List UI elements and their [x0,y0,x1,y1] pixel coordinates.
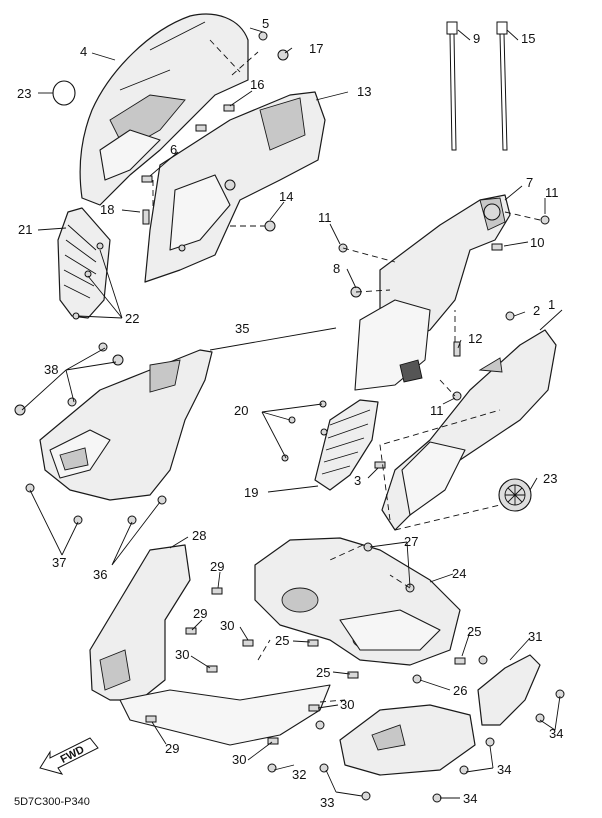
callout-15: 15 [521,31,536,46]
callout-25-a: 25 [275,633,290,648]
callout-29-c: 29 [165,741,180,756]
callout-34-a: 34 [549,726,564,741]
callout-9: 9 [473,31,481,46]
callout-14: 14 [279,189,294,204]
callout-26: 26 [453,683,468,698]
callout-25-b: 25 [467,624,482,639]
callout-28: 28 [192,528,207,543]
callout-13: 13 [357,84,372,99]
fwd-label: FWD [59,744,87,766]
callout-23-a: 23 [17,86,32,101]
callout-23-b: 23 [543,471,558,486]
callout-12: 12 [468,331,483,346]
part-31-side-piece [477,654,541,726]
part-21-left-grille [57,207,111,320]
callout-30-b: 30 [175,647,190,662]
callout-7: 7 [526,175,534,190]
callout-33: 33 [320,795,335,810]
callout-29-b: 29 [193,606,208,621]
callout-30-a: 30 [220,618,235,633]
callout-36: 36 [93,567,108,582]
part-26-lower-bracket [339,704,476,776]
part-23-emblem-right [498,478,532,512]
callout-25-c: 25 [316,665,331,680]
part-28-under-cover-left [89,544,331,746]
callout-6: 6 [170,142,178,157]
callout-2: 2 [533,303,541,318]
callout-11-a: 11 [545,185,559,200]
callout-10: 10 [530,235,545,250]
part-13-inner-panel [144,91,326,283]
diagram-code: 5D7C300-P340 [14,796,90,808]
callout-32: 32 [292,767,307,782]
fwd-arrow-icon: FWD [39,737,99,775]
callout-4: 4 [80,44,88,59]
part-7-right-cover-upper [354,194,511,391]
callout-30-d: 30 [232,752,247,767]
part-35-lower-cowl [39,349,213,501]
callout-34-b: 34 [497,762,512,777]
callout-38: 38 [44,362,59,377]
part-23-emblem-left [52,80,76,106]
callout-18: 18 [100,202,115,217]
callout-27: 27 [404,534,419,549]
callout-31: 31 [528,629,543,644]
callout-29-a: 29 [210,559,225,574]
callout-30-c: 30 [340,697,355,712]
callout-20: 20 [234,403,249,418]
callout-5: 5 [262,16,270,31]
callout-22: 22 [125,311,140,326]
part-1-side-cover [381,329,557,531]
callout-17: 17 [309,41,324,56]
part-9-cable-tie [446,21,458,151]
callout-1: 1 [548,297,556,312]
callout-21: 21 [18,222,33,237]
leader-lines [21,27,563,799]
callout-34-c: 34 [463,791,478,806]
callout-11-c: 11 [430,403,444,418]
callout-11-b: 11 [318,210,332,225]
callout-3: 3 [354,473,362,488]
assembly-lines [152,39,541,703]
callout-16: 16 [250,77,265,92]
callout-19: 19 [244,485,259,500]
callout-8: 8 [333,261,341,276]
callout-24: 24 [452,566,467,581]
callout-35: 35 [235,321,250,336]
part-19-right-grille [314,399,379,491]
part-4-upper-cowl [79,13,249,206]
callout-37: 37 [52,555,67,570]
part-15-cable-tie [496,21,508,151]
